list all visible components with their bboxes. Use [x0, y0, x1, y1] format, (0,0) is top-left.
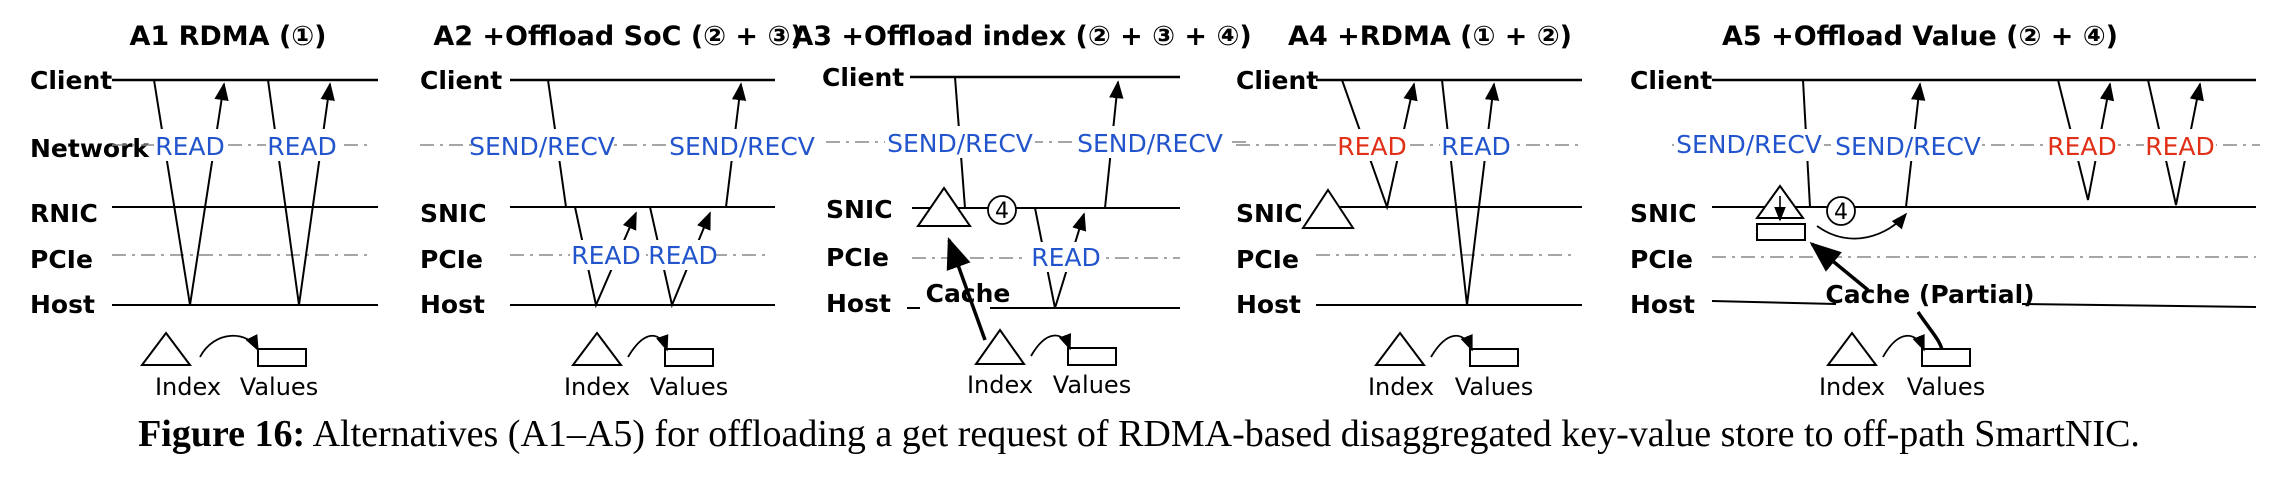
figure-diagram: A1 RDMA (①) Client Network RNIC PCIe Hos…: [30, 21, 2260, 401]
read-path-1: [2057, 79, 2115, 201]
snic-index-triangle-icon: [1301, 188, 1355, 229]
index-triangle-icon: [1826, 331, 1878, 366]
step-number: 4: [1834, 200, 1848, 225]
values-label: Values: [240, 373, 318, 401]
read-message-1: READ: [571, 241, 641, 270]
panel-title: A3 +Offload index (② + ③ + ④): [792, 21, 1251, 52]
row-label-pcie: PCIe: [826, 243, 889, 272]
row-label-client: Client: [1236, 66, 1318, 95]
send-recv-message-2: SEND/RECV: [1077, 129, 1223, 158]
caption-text: Alternatives (A1–A5) for offloading a ge…: [305, 413, 2140, 455]
row-label-client: Client: [822, 63, 904, 92]
row-label-pcie: PCIe: [420, 245, 483, 274]
cache-label: Cache (Partial): [1825, 280, 2034, 309]
read-path-1: [153, 79, 229, 306]
panel-a5: A5 +Offload Value (② + ④) Client SNIC PC…: [1630, 21, 2260, 401]
index-to-values-arrow: [1430, 334, 1473, 358]
partial-cache-box-icon: [1756, 223, 1806, 241]
read-path-2: [2147, 79, 2204, 206]
index-triangle-icon: [1374, 331, 1426, 366]
index-to-values-arrow: [1882, 334, 1925, 358]
read-message-2: READ: [2145, 132, 2215, 161]
send-recv-message-2: SEND/RECV: [669, 132, 815, 161]
row-label-host: Host: [420, 290, 485, 319]
row-label-pcie: PCIe: [1236, 245, 1299, 274]
index-to-values-arrow: [199, 334, 259, 358]
figure-caption: Figure 16: Alternatives (A1–A5) for offl…: [0, 412, 2278, 456]
index-label: Index: [564, 373, 630, 401]
values-label: Values: [1907, 373, 1985, 401]
index-label: Index: [155, 373, 221, 401]
read-message-1: READ: [2047, 132, 2117, 161]
row-label-host: Host: [1630, 290, 1695, 319]
panel-title: A1 RDMA (①): [130, 21, 327, 52]
row-label-client: Client: [420, 66, 502, 95]
row-label-host: Host: [1236, 290, 1301, 319]
read-message-2: READ: [648, 241, 718, 270]
read-message-2: READ: [267, 132, 337, 161]
values-box-icon: [664, 348, 714, 367]
read-message-2: READ: [1441, 132, 1511, 161]
cache-arrow: [946, 237, 987, 341]
index-label: Index: [1819, 373, 1885, 401]
row-label-client: Client: [1630, 66, 1712, 95]
index-triangle-icon: [974, 328, 1026, 365]
row-label-pcie: PCIe: [30, 245, 93, 274]
index-to-values-arrow: [627, 334, 669, 358]
row-label-network: Network: [30, 134, 150, 163]
values-box-icon: [1469, 348, 1519, 367]
values-box-icon: [257, 348, 307, 367]
values-label: Values: [1455, 373, 1533, 401]
panel-a3: A3 +Offload index (② + ③ + ④) Client SNI…: [792, 21, 1251, 399]
snic-index-triangle-icon: [916, 186, 972, 227]
panel-title: A4 +RDMA (① + ②): [1288, 21, 1572, 52]
cache-to-values-link: [1916, 311, 1944, 351]
send-recv-message-1: SEND/RECV: [887, 129, 1033, 158]
index-triangle-icon: [140, 331, 192, 366]
index-to-values-arrow: [1030, 333, 1072, 357]
step-to-snic-arrow: [1816, 212, 1908, 240]
send-recv-message-1: SEND/RECV: [1676, 130, 1822, 159]
step-number: 4: [995, 199, 1009, 224]
row-label-rnic: RNIC: [30, 199, 98, 228]
read-path-2: [1441, 79, 1500, 306]
row-label-host: Host: [826, 289, 891, 318]
row-label-snic: SNIC: [420, 199, 487, 228]
values-box-icon: [1067, 347, 1117, 366]
host-line-left: [1711, 300, 1837, 305]
row-label-client: Client: [30, 66, 112, 95]
host-line-right: [2021, 303, 2257, 308]
panel-a4: A4 +RDMA (① + ②) Client SNIC PCIe Host R…: [1236, 21, 1582, 401]
row-label-pcie: PCIe: [1630, 245, 1693, 274]
read-message-1: READ: [155, 132, 225, 161]
row-label-snic: SNIC: [1630, 199, 1697, 228]
cache-arrow: [1809, 242, 1870, 292]
row-label-host: Host: [30, 290, 95, 319]
send-recv-message-2: SEND/RECV: [1835, 132, 1981, 161]
values-box-icon: [1921, 348, 1971, 367]
values-label: Values: [1053, 371, 1131, 399]
panel-title: A5 +Offload Value (② + ④): [1722, 21, 2118, 52]
panel-a2: A2 +Offload SoC (② + ③) Client SNIC PCIe…: [420, 21, 816, 401]
values-label: Values: [650, 373, 728, 401]
row-label-snic: SNIC: [1236, 199, 1303, 228]
index-label: Index: [967, 371, 1033, 399]
read-path-1: [1341, 79, 1418, 211]
panel-a1: A1 RDMA (①) Client Network RNIC PCIe Hos…: [30, 21, 378, 401]
send-recv-message-1: SEND/RECV: [469, 132, 615, 161]
step-circle-icon: [987, 195, 1017, 225]
row-label-snic: SNIC: [826, 195, 893, 224]
read-message: READ: [1031, 243, 1101, 272]
read-message-1: READ: [1337, 132, 1407, 161]
caption-label: Figure 16:: [138, 413, 306, 455]
read-path-2: [267, 79, 335, 306]
step-circle-icon: [1826, 196, 1856, 226]
index-triangle-icon: [571, 331, 623, 366]
panel-title: A2 +Offload SoC (② + ③): [433, 21, 802, 52]
index-label: Index: [1368, 373, 1434, 401]
